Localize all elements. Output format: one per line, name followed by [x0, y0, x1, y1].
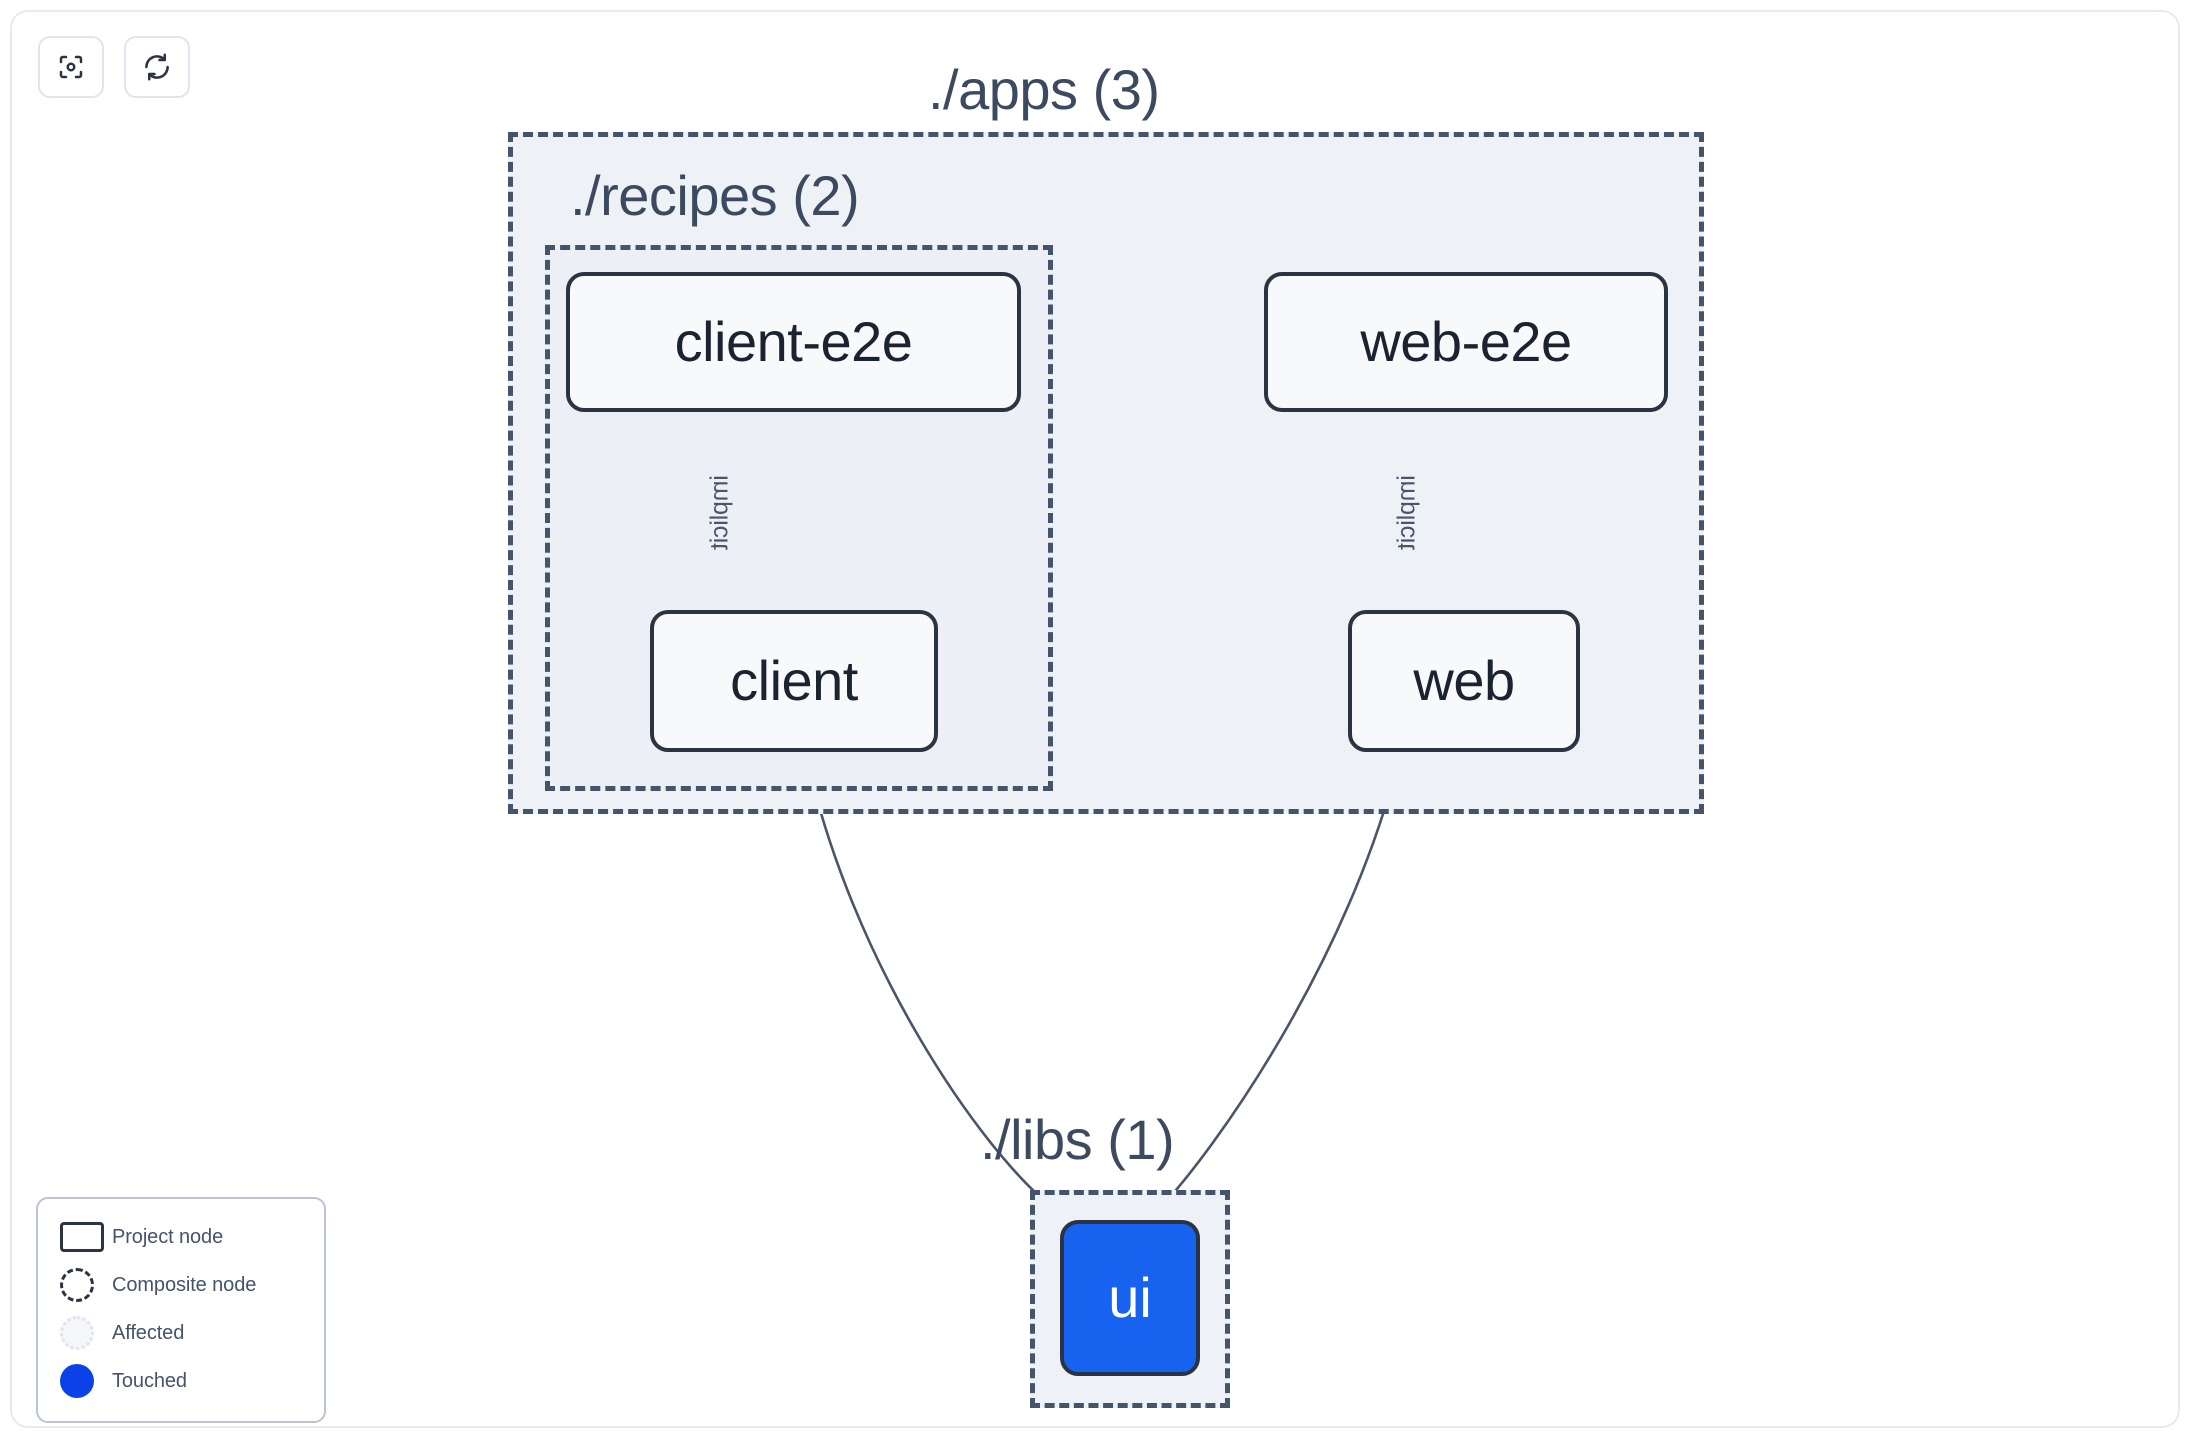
project-node-ui[interactable]: ui	[1060, 1220, 1200, 1376]
composite-label-apps: ./apps (3)	[928, 58, 1160, 121]
legend-label: Project node	[112, 1225, 224, 1248]
refresh-graph-button[interactable]	[124, 36, 190, 98]
node-label: ui	[1108, 1266, 1152, 1329]
graph-toolbar	[38, 36, 190, 98]
node-label: client	[730, 649, 858, 712]
affected-glyph-icon	[60, 1316, 112, 1350]
legend-label: Composite node	[112, 1273, 257, 1296]
legend-label: Touched	[112, 1369, 187, 1392]
project-node-client-e2e[interactable]: client-e2e	[566, 272, 1021, 412]
legend-item-affected: Affected	[38, 1309, 324, 1357]
project-node-glyph-icon	[60, 1222, 112, 1252]
legend-label: Affected	[112, 1321, 185, 1344]
focus-graph-button[interactable]	[38, 36, 104, 98]
legend-item-composite-node: Composite node	[38, 1261, 324, 1309]
composite-label-recipes: ./recipes (2)	[570, 164, 860, 227]
legend-item-touched: Touched	[38, 1357, 324, 1405]
composite-node-glyph-icon	[60, 1268, 112, 1302]
legend-panel: Project node Composite node Affected Tou…	[36, 1197, 326, 1423]
node-label: client-e2e	[674, 310, 913, 373]
focus-target-icon	[59, 55, 83, 79]
composite-label-libs: ./libs (1)	[980, 1108, 1175, 1171]
touched-glyph-icon	[60, 1364, 112, 1398]
project-node-web-e2e[interactable]: web-e2e	[1264, 272, 1668, 412]
project-node-web[interactable]: web	[1348, 610, 1580, 752]
node-label: web	[1413, 649, 1515, 712]
node-label: web-e2e	[1360, 310, 1572, 373]
legend-item-project-node: Project node	[38, 1213, 324, 1261]
project-node-client[interactable]: client	[650, 610, 938, 752]
refresh-icon	[145, 53, 169, 81]
